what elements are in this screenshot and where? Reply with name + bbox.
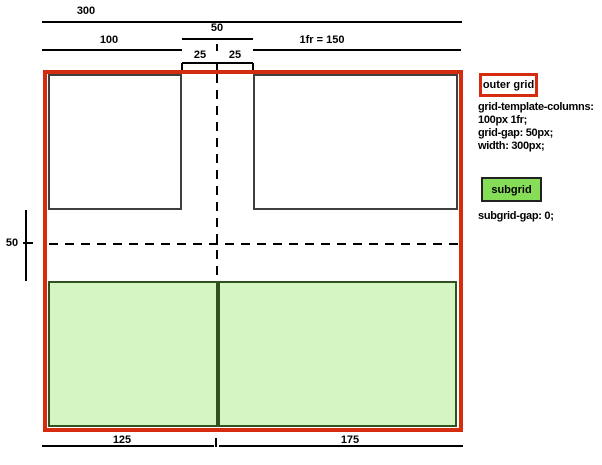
measure-label-subgrid-column-1: 125 (112, 434, 132, 446)
gap-halves-tick-right (252, 63, 254, 71)
measure-line-row-gap (25, 210, 27, 281)
measure-label-column-1: 100 (99, 34, 119, 46)
measure-label-column-gap: 50 (210, 22, 224, 34)
measure-line-column-gap (182, 38, 253, 40)
measure-line-subgrid-column-2 (219, 445, 463, 447)
legend-outer-grid-css-line-1: grid-template-columns: (478, 101, 594, 113)
grid-cell-row1-col2 (253, 74, 458, 210)
measure-label-gap-half-right: 25 (228, 49, 242, 61)
measure-line-column-2 (253, 49, 461, 51)
gap-halves-tick-left (181, 63, 183, 71)
measure-label-subgrid-column-2: 175 (340, 434, 360, 446)
measure-label-gap-half-left: 25 (193, 49, 207, 61)
subgrid-cell-col2 (218, 281, 457, 427)
measure-label-row-gap: 50 (5, 237, 19, 249)
legend-subgrid-swatch: subgrid (481, 177, 542, 202)
legend-outer-grid-swatch: outer grid (479, 73, 538, 97)
grid-cell-row1-col1 (48, 74, 182, 210)
measure-label-column-2: 1fr = 150 (299, 34, 345, 46)
subgrid-cell-col1 (48, 281, 218, 427)
legend-outer-grid-css-line-2: 100px 1fr; (478, 114, 527, 126)
measure-line-column-1 (42, 49, 182, 51)
legend-subgrid-css-line-1: subgrid-gap: 0; (478, 210, 554, 222)
legend-outer-grid-label: outer grid (482, 79, 535, 91)
legend-outer-grid-css-line-4: width: 300px; (478, 140, 545, 152)
row-gap-center-dashed-line (49, 243, 458, 245)
measure-line-subgrid-column-1 (42, 445, 214, 447)
measure-line-outer-width (42, 21, 462, 23)
row-gap-center-tick (23, 242, 33, 244)
legend-subgrid-label: subgrid (491, 183, 532, 196)
measure-label-outer-width: 300 (76, 5, 96, 17)
gap-halves-tick-center (216, 63, 218, 71)
gap-center-tick-top (216, 44, 218, 51)
legend-outer-grid-css-line-3: grid-gap: 50px; (478, 127, 553, 139)
subgrid-split-tick (215, 438, 217, 447)
column-gap-center-dashed-line (216, 74, 218, 281)
